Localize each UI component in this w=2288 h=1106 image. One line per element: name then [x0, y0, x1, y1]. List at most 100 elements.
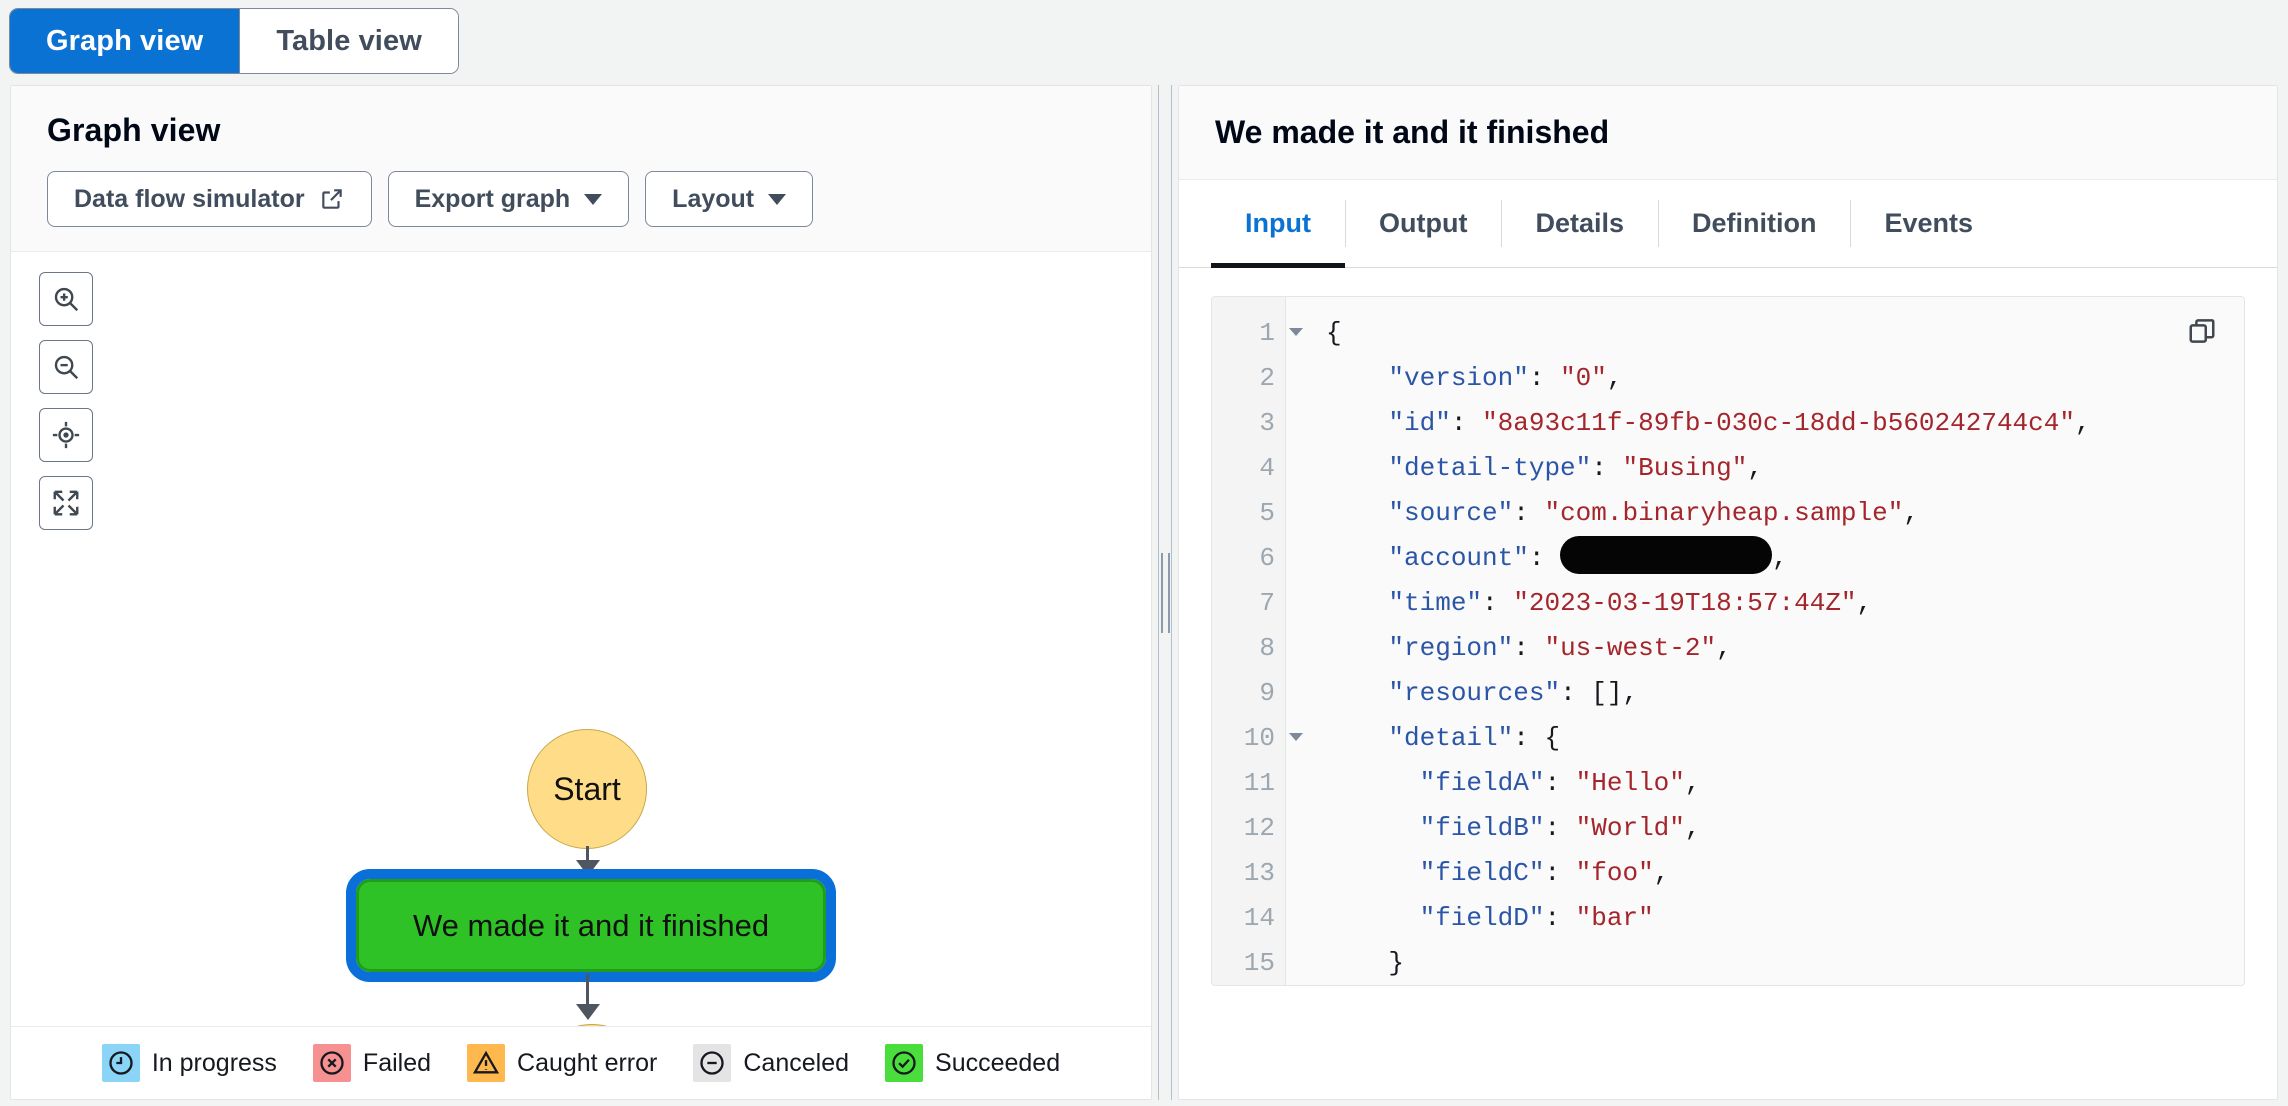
code-line: "resources": [],: [1326, 671, 2244, 716]
json-string: "Hello": [1575, 768, 1685, 798]
line-number: 7: [1259, 588, 1275, 618]
tab-graph-view[interactable]: Graph view: [10, 9, 241, 73]
json-string: "8a93c11f-89fb-030c-18dd-b560242744c4": [1482, 408, 2075, 438]
tab-input[interactable]: Input: [1211, 180, 1345, 268]
view-switch: Graph view Table view: [10, 9, 458, 73]
json-string: "foo": [1575, 858, 1654, 888]
line-number: 10: [1212, 716, 1303, 761]
legend-label: Canceled: [743, 1048, 850, 1077]
step-title: We made it and it finished: [1215, 114, 1610, 150]
legend-item-canceled: Canceled: [693, 1044, 849, 1082]
line-number: 6: [1259, 543, 1275, 573]
line-number: 11: [1243, 768, 1275, 798]
json-string: "2023-03-19T18:57:44Z": [1513, 588, 1857, 618]
json-punct: ,: [2074, 408, 2091, 438]
json-string: "bar": [1575, 903, 1654, 933]
splitter-rail: [1171, 85, 1172, 1100]
tab-definition[interactable]: Definition: [1658, 180, 1850, 267]
code-lines[interactable]: { "version": "0", "id": "8a93c11f-89fb-0…: [1286, 297, 2244, 985]
json-key: "detail-type": [1388, 453, 1592, 483]
canvas-controls: [39, 272, 93, 530]
line-number: 14: [1243, 903, 1275, 933]
line-number: 13: [1243, 858, 1275, 888]
page-title: Graph view: [47, 112, 221, 148]
json-key: "fieldC": [1419, 858, 1545, 888]
check-circle-icon: [885, 1044, 924, 1082]
splitter-rail: [1158, 85, 1159, 1100]
graph-view-panel: Graph view Data flow simulator Export gr…: [10, 85, 1152, 1100]
zoom-out-icon: [51, 352, 81, 382]
code-line: "version": "0",: [1326, 356, 2244, 401]
graph-node-start[interactable]: Start: [527, 729, 647, 849]
tab-events[interactable]: Events: [1850, 180, 2007, 267]
json-key: "resources": [1388, 678, 1561, 708]
data-flow-simulator-label: Data flow simulator: [74, 184, 305, 213]
split-board: Graph view Data flow simulator Export gr…: [10, 85, 2278, 1100]
json-key: "fieldD": [1419, 903, 1545, 933]
json-punct: }: [1388, 948, 1405, 978]
legend-label: In progress: [151, 1048, 277, 1077]
code-line: "source": "com.binaryheap.sample",: [1326, 491, 2244, 536]
json-punct: :: [1544, 768, 1576, 798]
minus-circle-icon: [693, 1044, 732, 1082]
center-target-icon: [51, 420, 81, 450]
code-line: "region": "us-west-2",: [1326, 626, 2244, 671]
json-punct: :: [1544, 903, 1576, 933]
fit-to-screen-button[interactable]: [39, 476, 93, 530]
json-punct: ,: [1684, 813, 1701, 843]
splitter-grip-icon[interactable]: [1160, 552, 1170, 633]
json-string: "Busing": [1622, 453, 1748, 483]
line-number: 5: [1259, 498, 1275, 528]
code-line: "detail-type": "Busing",: [1326, 446, 2244, 491]
zoom-in-button[interactable]: [39, 272, 93, 326]
panel-splitter[interactable]: [1152, 85, 1178, 1100]
graph-node-end[interactable]: End: [532, 1024, 652, 1026]
graph-node-task-selected[interactable]: We made it and it finished: [346, 869, 836, 982]
fold-triangle-icon[interactable]: [1289, 733, 1303, 741]
fit-to-screen-icon: [51, 488, 81, 518]
json-key: "account": [1388, 543, 1529, 573]
code-line: }: [1326, 941, 2244, 985]
tab-output[interactable]: Output: [1344, 180, 1501, 267]
step-detail-panel: We made it and it finished Input Output …: [1178, 85, 2278, 1100]
export-graph-label: Export graph: [414, 184, 571, 213]
legend-item-in-progress: In progress: [101, 1044, 277, 1082]
json-punct: ,: [1684, 768, 1701, 798]
graph-edge-task-end: [586, 974, 589, 1017]
layout-button[interactable]: Layout: [645, 171, 814, 227]
copy-button[interactable]: [2180, 311, 2224, 355]
json-punct: ,: [1903, 498, 1919, 528]
json-key: "source": [1388, 498, 1514, 528]
json-string: "us-west-2": [1544, 633, 1717, 663]
legend-label: Succeeded: [935, 1048, 1061, 1077]
graph-canvas[interactable]: Start We made it and it finished End: [11, 252, 1151, 1026]
json-string: "com.binaryheap.sample": [1544, 498, 1904, 528]
tab-table-view[interactable]: Table view: [240, 9, 458, 73]
detail-tabs: Input Output Details Definition Events: [1179, 180, 2277, 268]
copy-icon: [2187, 316, 2217, 351]
chevron-down-icon: [768, 193, 787, 205]
status-legend: In progress Failed: [11, 1026, 1151, 1099]
code-line: "id": "8a93c11f-89fb-030c-18dd-b56024274…: [1326, 401, 2244, 446]
step-detail-header: We made it and it finished: [1179, 86, 2277, 180]
fold-triangle-icon[interactable]: [1289, 328, 1303, 336]
json-punct: :: [1591, 453, 1623, 483]
redacted-value: [1560, 536, 1773, 574]
json-punct: :: [1450, 408, 1483, 438]
line-number: 3: [1259, 408, 1275, 438]
center-graph-button[interactable]: [39, 408, 93, 462]
external-link-icon: [319, 186, 345, 212]
json-punct: :: [1513, 498, 1545, 528]
data-flow-simulator-button[interactable]: Data flow simulator: [47, 171, 372, 227]
code-line: "detail": {: [1326, 716, 2244, 761]
export-graph-button[interactable]: Export graph: [387, 171, 630, 227]
tab-details[interactable]: Details: [1501, 180, 1658, 267]
json-punct: :: [1528, 363, 1561, 393]
json-punct: ,: [1772, 543, 1788, 573]
line-number: 2: [1259, 363, 1275, 393]
line-number: 8: [1259, 633, 1275, 663]
zoom-out-button[interactable]: [39, 340, 93, 394]
